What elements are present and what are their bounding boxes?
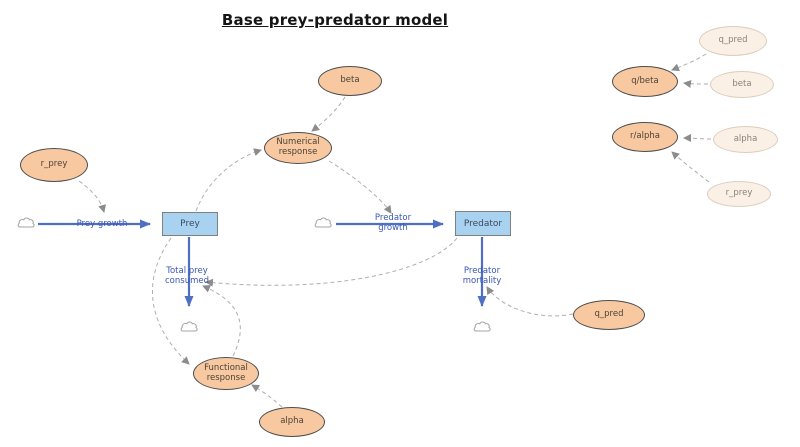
link-prey-to-numerical-response[interactable]	[195, 148, 262, 212]
link-numerical-response-to-predator-growth[interactable]	[328, 160, 392, 214]
link-r-prey-to-r-alpha[interactable]	[671, 151, 710, 183]
link-alpha-to-functional-response[interactable]	[251, 384, 283, 408]
variable-functional-response[interactable]: Functional response	[193, 357, 259, 390]
link-r-prey-to-prey-growth[interactable]	[78, 180, 107, 213]
cloud-sink-icon	[473, 321, 491, 332]
variable-numerical-response[interactable]: Numerical response	[264, 132, 332, 164]
variable-q-pred-ghost[interactable]: q_pred	[699, 26, 767, 56]
link-q-pred-to-q-beta[interactable]	[671, 53, 707, 72]
variable-q-pred[interactable]: q_pred	[573, 300, 645, 330]
diagram-title: Base prey-predator model	[221, 11, 449, 29]
link-prey-to-functional-response[interactable]	[151, 237, 190, 365]
variable-alpha[interactable]: alpha	[259, 407, 325, 437]
flow-label-predator-mortality[interactable]: Predator mortality	[462, 266, 502, 287]
variable-beta-ghost[interactable]: beta	[710, 71, 774, 98]
link-beta-to-numerical-response[interactable]	[311, 96, 346, 132]
cloud-sink-icon	[180, 321, 198, 332]
variable-r-prey-ghost[interactable]: r_prey	[707, 181, 771, 207]
stock-prey[interactable]: Prey	[162, 212, 218, 236]
link-beta-to-q-beta[interactable]	[683, 80, 709, 88]
variable-r-prey[interactable]: r_prey	[20, 148, 88, 182]
cloud-source-icon	[17, 217, 35, 228]
link-predator-to-total-prey-consumed[interactable]	[205, 237, 458, 287]
link-alpha-to-r-alpha[interactable]	[683, 134, 712, 143]
flow-label-predator-growth[interactable]: Predator growth	[374, 213, 412, 234]
link-q-pred-to-predator-mortality[interactable]	[486, 286, 574, 317]
variable-beta[interactable]: beta	[318, 66, 382, 96]
variable-r-alpha[interactable]: r/alpha	[612, 122, 678, 152]
cloud-source-icon	[314, 217, 332, 228]
variable-q-beta[interactable]: q/beta	[612, 66, 678, 97]
link-functional-response-to-total-prey-consumed[interactable]	[202, 285, 241, 357]
flow-label-total-prey-consumed[interactable]: Total prey consumed	[165, 266, 209, 287]
stock-predator[interactable]: Predator	[455, 211, 511, 236]
flow-label-prey-growth[interactable]: Prey growth	[76, 219, 128, 229]
variable-alpha-ghost[interactable]: alpha	[713, 126, 778, 153]
